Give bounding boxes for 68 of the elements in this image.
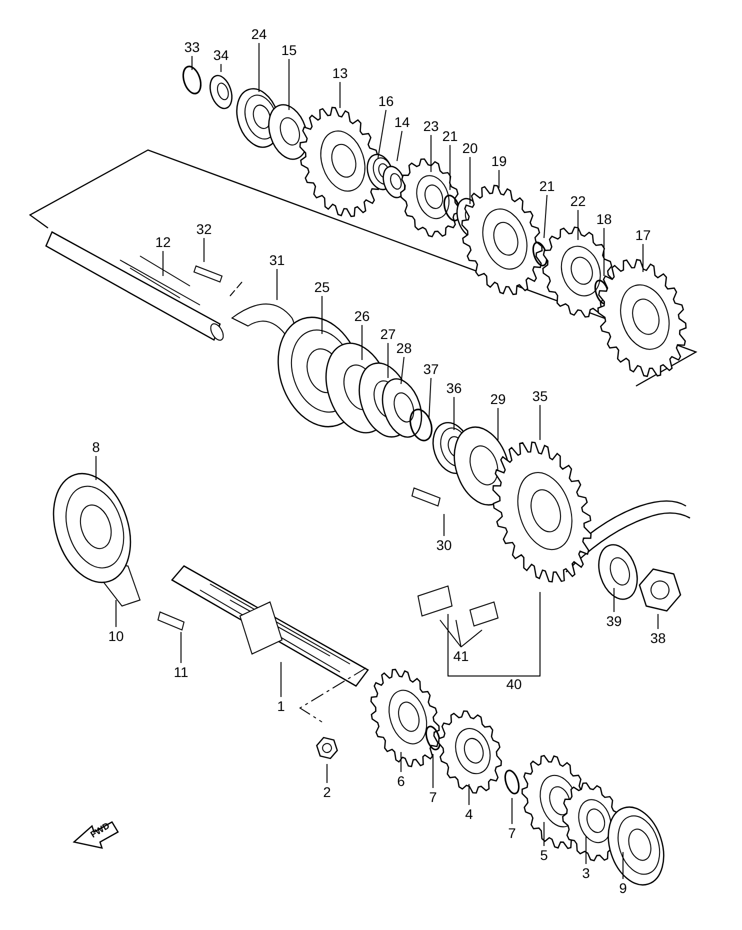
callout-number: 1 (277, 699, 285, 713)
callout-number: 22 (570, 194, 586, 208)
leader-line (258, 42, 260, 92)
callout-number: 16 (378, 94, 394, 108)
callout-number: 21 (442, 129, 458, 143)
callout-number: 26 (354, 309, 370, 323)
leader-line (280, 662, 282, 698)
callout-number: 24 (251, 27, 267, 41)
leader-line (432, 754, 434, 788)
callout-number: 40 (506, 677, 522, 691)
leader-line (180, 632, 182, 664)
callout-number: 37 (423, 362, 439, 376)
leader-line (326, 764, 328, 784)
callout-number: 23 (423, 119, 439, 133)
callout-number: 39 (606, 614, 622, 628)
leader-line (498, 170, 500, 188)
callout-number: 3 (582, 866, 590, 880)
callout-number: 32 (196, 222, 212, 236)
callout-number: 29 (490, 392, 506, 406)
leader-line (288, 58, 290, 110)
callout-number: 35 (532, 389, 548, 403)
leader-line (400, 356, 404, 384)
callout-number: 11 (174, 665, 188, 679)
leader-line (428, 378, 432, 418)
leader-line (460, 630, 482, 648)
leader-line (622, 852, 624, 880)
callout-number: 25 (314, 280, 330, 294)
leader-line (400, 752, 402, 772)
callout-number: 8 (92, 440, 100, 454)
callout-number: 7 (508, 826, 516, 840)
callout-number: 34 (213, 48, 229, 62)
callout-number: 15 (281, 43, 297, 57)
leader-line (544, 194, 548, 238)
callout-number: 5 (540, 848, 548, 862)
callout-number: 19 (491, 154, 507, 168)
leader-line (162, 250, 164, 276)
leader-line (430, 134, 432, 172)
callout-number: 10 (108, 629, 124, 643)
leader-line (220, 64, 222, 72)
callout-number: 17 (635, 228, 651, 242)
leader-line (468, 784, 470, 806)
callout-number: 20 (462, 141, 478, 155)
callout-number: 13 (332, 66, 348, 80)
leader-line (642, 244, 644, 272)
leader-line (514, 592, 540, 676)
leader-line (396, 130, 402, 162)
leader-line (456, 620, 462, 648)
callout-number: 7 (429, 790, 437, 804)
leader-line (440, 620, 462, 648)
leader-line (378, 110, 386, 158)
callout-number: 14 (394, 115, 410, 129)
callout-number: 27 (380, 327, 396, 341)
leader-line (448, 614, 514, 676)
callout-number: 18 (596, 212, 612, 226)
leader-line (276, 268, 278, 300)
callout-number: 38 (650, 631, 666, 645)
callout-number: 36 (446, 381, 462, 395)
callout-number: 21 (539, 179, 555, 193)
callout-number: 28 (396, 341, 412, 355)
callout-number: 6 (397, 774, 405, 788)
callout-number: 9 (619, 881, 627, 895)
callout-number: 4 (465, 807, 473, 821)
callout-number: 31 (269, 253, 285, 267)
callout-number: 30 (436, 538, 452, 552)
callout-number: 41 (453, 649, 469, 663)
callout-number: 2 (323, 785, 331, 799)
callout-number: 12 (155, 235, 171, 249)
callout-number: 33 (184, 40, 200, 54)
